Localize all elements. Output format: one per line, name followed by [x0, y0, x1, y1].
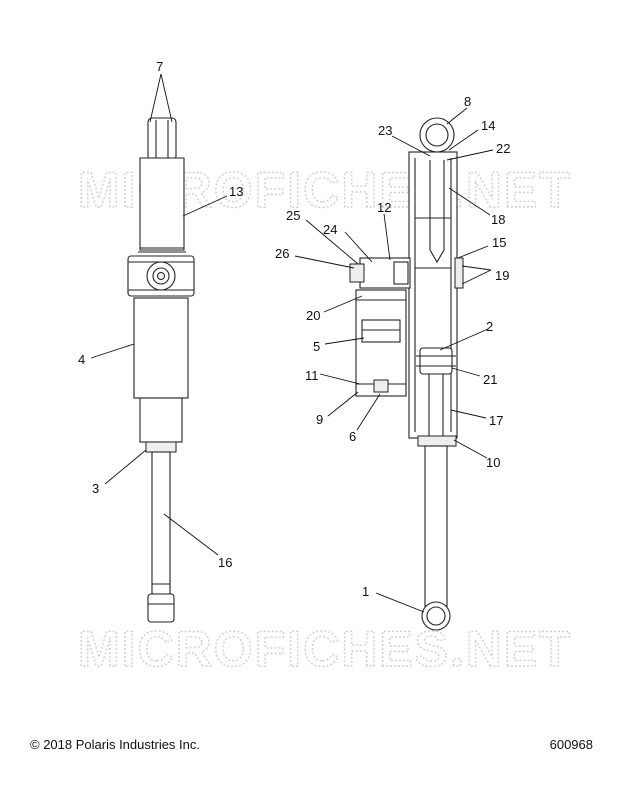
- callout-19: 19: [495, 268, 509, 283]
- cutaway-piston: [419, 347, 453, 375]
- callout-11: 11: [305, 368, 319, 383]
- callout-4: 4: [78, 352, 85, 367]
- callout-21: 21: [483, 372, 497, 387]
- bottom-eyelet: [147, 593, 175, 623]
- shock-cutaway-view: [349, 117, 464, 631]
- shock-external-view: [127, 117, 195, 623]
- callout-25: 25: [286, 208, 300, 223]
- callout-17: 17: [489, 413, 503, 428]
- main-body: [133, 297, 189, 399]
- reservoir-piston: [361, 319, 401, 343]
- reservoir-body: [355, 289, 407, 397]
- shaft-nut: [145, 441, 177, 453]
- shaft: [151, 451, 171, 595]
- drawing-number: 600968: [549, 737, 593, 752]
- callout-9: 9: [316, 412, 323, 427]
- cutaway-shaft: [424, 445, 448, 607]
- upper-body: [139, 157, 185, 251]
- callout-10: 10: [486, 455, 500, 470]
- callout-14: 14: [481, 118, 495, 133]
- callout-26: 26: [275, 246, 289, 261]
- callout-13: 13: [229, 184, 243, 199]
- cutaway-body-tube: [408, 151, 458, 439]
- callout-1: 1: [362, 584, 369, 599]
- callout-24: 24: [323, 222, 337, 237]
- callout-12: 12: [377, 200, 391, 215]
- watermark-bottom: MICROFICHES.NET: [78, 621, 572, 677]
- callout-5: 5: [313, 339, 320, 354]
- callout-7: 7: [156, 59, 163, 74]
- copyright-notice: © 2018 Polaris Industries Inc.: [30, 737, 200, 752]
- callout-6: 6: [349, 429, 356, 444]
- callout-20: 20: [306, 308, 320, 323]
- callout-2: 2: [486, 319, 493, 334]
- top-eyelet: [147, 117, 177, 161]
- leader-lines: [90, 73, 494, 613]
- callout-numbers: 7 13 4 3 16 8 14 23 22 18 12 25 24 26 15…: [78, 59, 510, 599]
- reservoir-valve: [349, 263, 365, 283]
- callout-16: 16: [218, 555, 232, 570]
- callout-23: 23: [378, 123, 392, 138]
- callout-18: 18: [491, 212, 505, 227]
- cutaway-bottom-nut: [417, 435, 457, 447]
- cutaway-side-valve: [454, 257, 464, 289]
- callout-8: 8: [464, 94, 471, 109]
- callout-15: 15: [492, 235, 506, 250]
- callout-22: 22: [496, 141, 510, 156]
- lower-body: [139, 397, 183, 443]
- callout-3: 3: [92, 481, 99, 496]
